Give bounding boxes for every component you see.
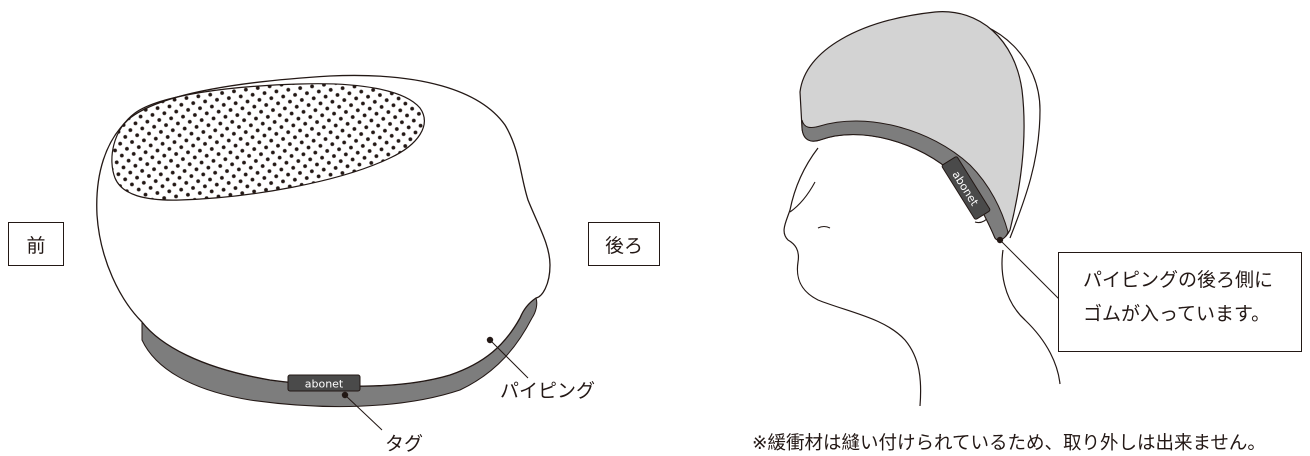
elastic-note-box: パイピングの後ろ側に ゴムが入っています。	[1058, 252, 1302, 352]
tag-callout-line	[344, 394, 383, 431]
elastic-note-line2: ゴムが入っています。	[1083, 303, 1271, 325]
face-profile	[789, 181, 831, 229]
head-illustration: abonet	[783, 11, 1061, 407]
piping-callout-line	[489, 339, 529, 379]
headgear-tag	[287, 374, 361, 392]
front-label: 前	[26, 234, 46, 257]
headgear-product: abonet	[96, 74, 551, 431]
elastic-note-line1: パイピングの後ろ側に	[1083, 269, 1274, 291]
back-label: 後ろ	[604, 234, 643, 257]
tag-label: タグ	[385, 433, 424, 455]
back-label-box: 後ろ	[588, 222, 660, 266]
front-label-box: 前	[8, 222, 64, 266]
mesh-area	[111, 83, 425, 201]
cap-tag	[941, 156, 991, 220]
note-callout-line	[999, 239, 1061, 301]
head-outline	[783, 147, 1061, 407]
headgear-tag-brand: abonet	[305, 378, 344, 391]
footnote: ※緩衝材は縫い付けられているため、取り外しは出来ません。	[752, 433, 1266, 454]
piping-label: パイピング	[500, 380, 596, 402]
